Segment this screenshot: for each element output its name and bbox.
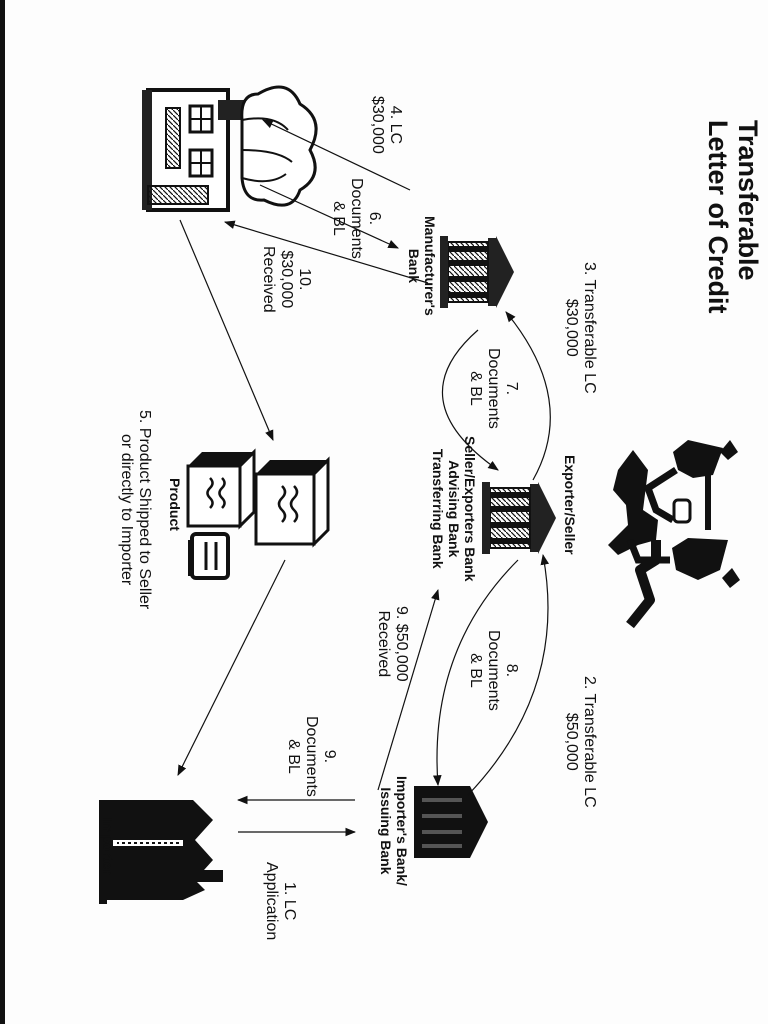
- arrow-9b: [377, 588, 440, 791]
- step-3-label: 3. Transferable LC$30,000: [563, 262, 598, 394]
- step-9a-label: 9.Documents& BL: [285, 716, 338, 797]
- step-7-label: 7.Documents& BL: [467, 348, 520, 429]
- manufacturer-bank-icon: [440, 236, 514, 308]
- handshake-icon: [608, 440, 740, 629]
- scan-edge: [0, 0, 5, 1024]
- arrow-2: [467, 553, 550, 796]
- importer-factory-icon: [99, 800, 223, 904]
- importer-bank-label: Importer's Bank/Issuing Bank: [378, 776, 410, 886]
- arrow-10: [223, 220, 429, 284]
- arrow-5a: [179, 219, 274, 441]
- arrow-7: [441, 329, 499, 471]
- arrow-5b: [177, 559, 286, 776]
- arrow-6: [259, 184, 399, 249]
- step-4-label: 4. LC$30,000: [369, 96, 404, 154]
- factory-icon: [142, 85, 318, 212]
- step-2-label: 2. Transferable LC$50,000: [563, 676, 598, 808]
- arrow-8: [432, 559, 519, 787]
- product-label: Product: [167, 478, 183, 531]
- seller-bank-icon: [482, 482, 556, 554]
- arrow-3: [505, 311, 551, 481]
- step-6-label: 6.Documents& BL: [330, 178, 383, 259]
- product-boxes-icon: [186, 448, 330, 580]
- flow-arrows: [177, 119, 551, 837]
- importer-label: Importer: [100, 818, 116, 875]
- exporter-label: Exporter/Seller: [562, 455, 578, 555]
- importer-bank-icon: [414, 786, 488, 858]
- step-8-label: 8.Documents& BL: [467, 630, 520, 711]
- arrow-4: [262, 119, 411, 191]
